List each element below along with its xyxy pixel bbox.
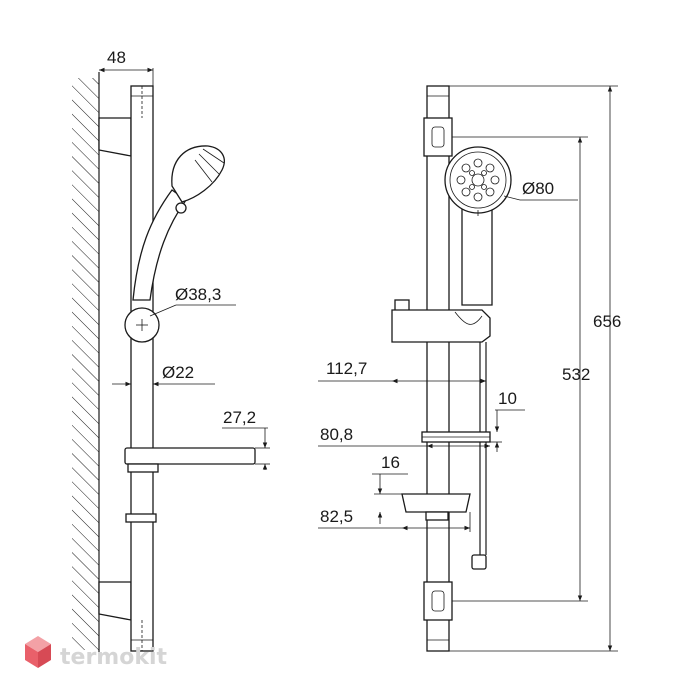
bottom-wall-bracket — [98, 581, 132, 621]
dim-rail-diameter: Ø22 — [162, 363, 194, 382]
dim-wall-offset: 48 — [107, 48, 126, 67]
dim-slider-projection: 112,7 — [326, 359, 367, 378]
front-shower-head — [444, 146, 512, 214]
dim-lower-dish-depth: 82,5 — [320, 507, 353, 526]
side-view: 48 Ø38,3 Ø22 27,2 — [72, 48, 270, 652]
front-hand-shower-handle — [461, 199, 493, 306]
dim-slider-diameter: Ø38,3 — [175, 285, 221, 304]
shower-hose — [471, 342, 487, 570]
dim-total-height: 656 — [593, 312, 621, 331]
top-wall-bracket — [98, 117, 132, 157]
dim-soap-dish-height: 27,2 — [223, 408, 256, 427]
wall-hatching — [72, 78, 99, 650]
dim-bracket-spacing: 532 — [562, 365, 590, 384]
termokit-logo-icon — [25, 636, 51, 668]
front-lower-dish — [401, 493, 471, 513]
dim-head-diameter: Ø80 — [522, 179, 554, 198]
side-lower-clamp — [125, 513, 157, 523]
front-slider — [391, 309, 491, 343]
front-top-bracket — [423, 117, 453, 157]
side-shower-head — [171, 145, 225, 203]
side-rail — [130, 85, 154, 652]
front-view: Ø80 112,7 10 80,8 16 82,5 532 — [318, 85, 621, 652]
front-bottom-bracket — [423, 581, 453, 621]
side-soap-dish — [124, 447, 256, 465]
dim-lower-dish-height: 16 — [381, 453, 400, 472]
termokit-watermark: termokit — [25, 636, 167, 670]
spray-nozzles — [456, 158, 500, 202]
dim-upper-dish-depth: 80,8 — [320, 425, 353, 444]
watermark-text: termokit — [60, 645, 167, 670]
dim-upper-dish-thickness: 10 — [498, 389, 517, 408]
